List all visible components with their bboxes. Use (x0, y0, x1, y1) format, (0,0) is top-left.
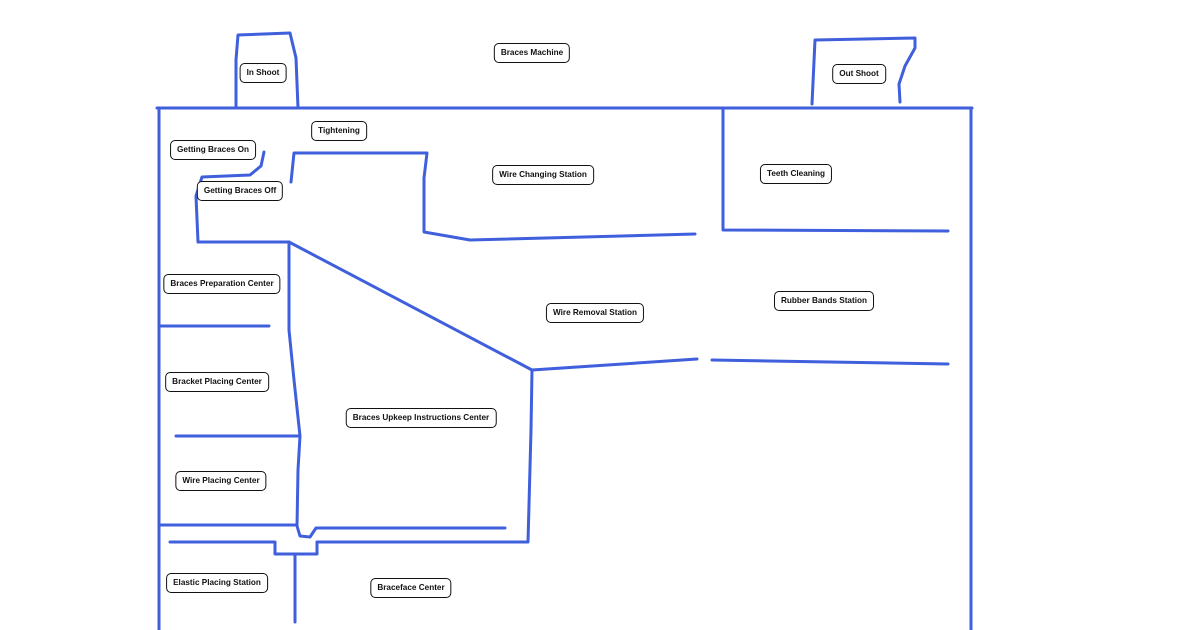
teeth-cleaning-wall (721, 106, 950, 233)
wire-removal-wall-right (710, 358, 950, 366)
braces-upkeep-instructions-center-label: Braces Upkeep Instructions Center (345, 408, 497, 428)
getting-braces-on-label: Getting Braces On (170, 140, 256, 160)
in-shoot-label: In Shoot (239, 63, 287, 83)
braces-machine-label: Braces Machine (493, 43, 571, 63)
upkeep-inner-wall (287, 240, 507, 539)
upkeep-right-wall (315, 368, 534, 544)
wire-removal-station-label: Wire Removal Station (545, 303, 645, 323)
wire-changing-wall (289, 151, 697, 242)
wire-changing-station-label: Wire Changing Station (492, 165, 594, 185)
tightening-label: Tightening (311, 121, 367, 141)
in-shoot-wall (234, 31, 300, 110)
elastic-top-wall (168, 540, 319, 556)
braceface-center-label: Braceface Center (370, 578, 452, 598)
wire-placing-center-label: Wire Placing Center (175, 471, 267, 491)
wire-removal-wall-left (530, 357, 699, 372)
out-shoot-wall (810, 36, 917, 106)
getting-braces-off-label: Getting Braces Off (196, 181, 284, 201)
out-shoot-label: Out Shoot (832, 64, 886, 84)
rubber-bands-station-label: Rubber Bands Station (774, 291, 874, 311)
upkeep-diagonal-wall (287, 240, 534, 372)
getting-braces-wall (194, 150, 291, 244)
braces-preparation-center-label: Braces Preparation Center (163, 274, 281, 294)
elastic-placing-station-label: Elastic Placing Station (166, 573, 268, 593)
teeth-cleaning-label: Teeth Cleaning (759, 164, 833, 184)
bracket-placing-center-label: Bracket Placing Center (165, 372, 269, 392)
